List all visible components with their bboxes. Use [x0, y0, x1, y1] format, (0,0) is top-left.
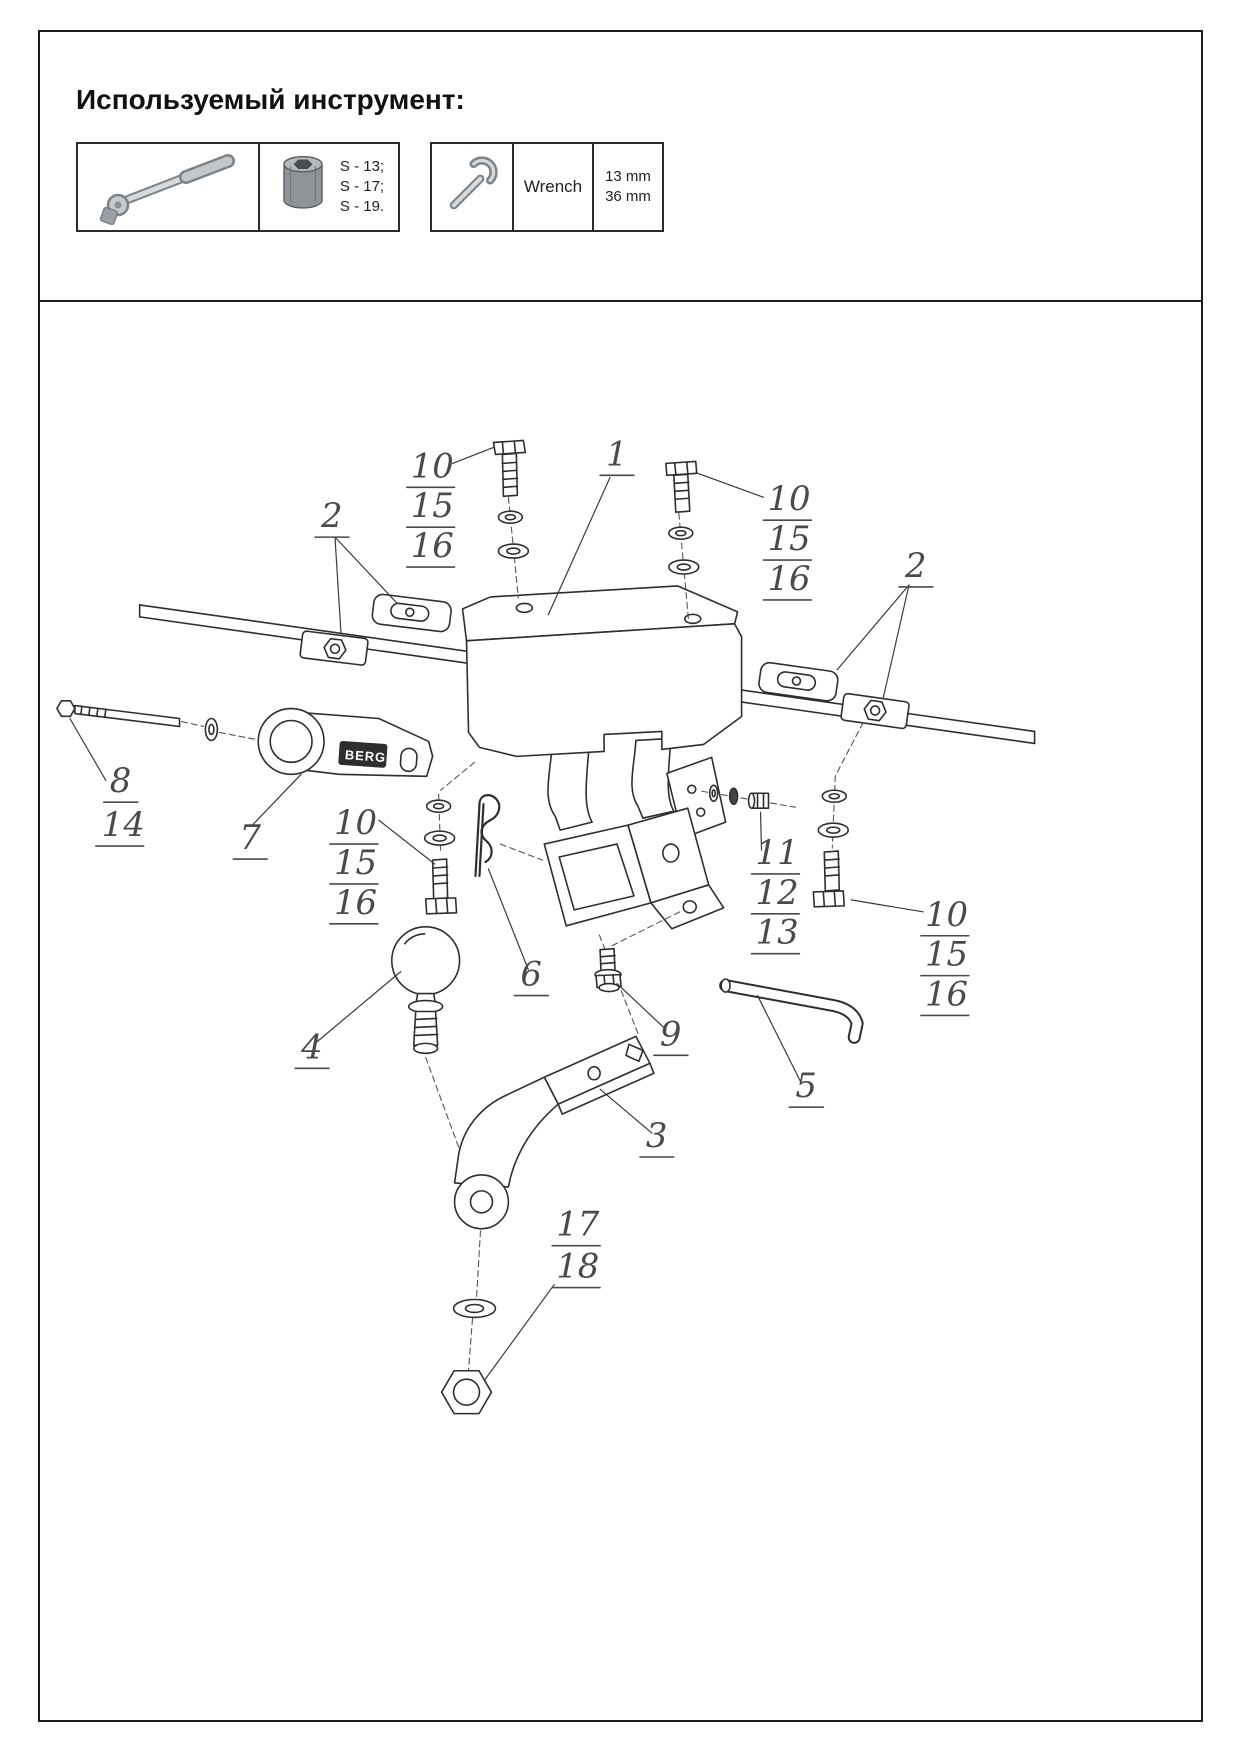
exploded-view-drawing: BERG [56, 434, 1036, 1415]
main-bracket [461, 585, 743, 758]
svg-text:10: 10 [411, 446, 454, 485]
ratchet-cell [78, 144, 258, 230]
callout-8-14: 8 14 [69, 717, 145, 847]
nut-18 [440, 1369, 493, 1415]
callout-2-right: 2 [836, 546, 934, 700]
exploded-view-section: BERG [40, 302, 1201, 1720]
callout-10-15-16-mid-left: 10 15 16 [329, 803, 436, 925]
fastener-stack-11-12-13 [708, 784, 770, 809]
long-bolt [56, 699, 219, 742]
callout-11-12-13: 11 12 13 [750, 811, 801, 955]
callout-2-left: 2 [314, 496, 398, 634]
socket-size-1: S - 13; [339, 157, 385, 175]
receiver-tube [543, 807, 725, 930]
flange-bolt [594, 947, 622, 993]
callout-7: 7 [232, 773, 302, 860]
mounting-plate-left [299, 593, 452, 666]
svg-text:15: 15 [925, 935, 968, 974]
wrench-sizes-cell: 13 mm 36 mm [592, 144, 662, 230]
callout-4: 4 [294, 971, 402, 1070]
svg-text:2: 2 [904, 546, 927, 585]
socket-tool-group: S - 13; S - 17; S - 19. [76, 142, 400, 232]
svg-text:16: 16 [411, 526, 454, 565]
svg-text:10: 10 [767, 479, 810, 518]
callout-1: 1 [547, 434, 635, 616]
socket-bracket: BERG [257, 707, 434, 778]
r-clip [474, 794, 501, 878]
socket-size-2: S - 17; [339, 177, 385, 195]
svg-text:18: 18 [556, 1247, 599, 1286]
svg-text:16: 16 [925, 975, 968, 1014]
svg-text:4: 4 [300, 1027, 323, 1066]
bolt-stack-top-left [492, 439, 530, 559]
callouts: 1 10 15 16 2 [69, 434, 970, 1381]
svg-text:6: 6 [520, 955, 542, 994]
callout-5: 5 [756, 994, 825, 1108]
svg-text:14: 14 [102, 805, 145, 844]
svg-text:13: 13 [756, 913, 799, 952]
bolt-stack-top-right [665, 460, 700, 575]
ratchet-icon [99, 154, 235, 225]
tools-row: S - 13; S - 17; S - 19. Wrench [76, 142, 664, 232]
callout-10-15-16-right: 10 15 16 [850, 895, 970, 1017]
svg-text:10: 10 [334, 803, 377, 842]
svg-text:1: 1 [606, 434, 628, 473]
svg-text:16: 16 [767, 559, 810, 598]
svg-text:12: 12 [756, 873, 799, 912]
brand-logo: BERG [344, 747, 386, 765]
wrench-label: Wrench [512, 144, 592, 230]
wrench-size-1: 13 mm [605, 167, 651, 185]
wrench-icon [449, 156, 498, 210]
svg-text:15: 15 [334, 843, 377, 882]
tools-section: Используемый инструмент: [40, 32, 1201, 302]
svg-text:8: 8 [110, 761, 132, 800]
page-title: Используемый инструмент: [76, 84, 465, 115]
svg-text:17: 17 [556, 1205, 600, 1244]
socket-icon [283, 155, 323, 209]
svg-text:15: 15 [411, 486, 454, 525]
washer-14 [204, 717, 219, 742]
mounting-plate-right [758, 661, 910, 730]
wrench-size-2: 36 mm [605, 188, 651, 205]
svg-text:5: 5 [795, 1066, 817, 1105]
bracket-arms [547, 737, 675, 831]
svg-text:7: 7 [239, 818, 261, 857]
svg-text:16: 16 [334, 883, 377, 922]
bolt-stack-right [812, 789, 850, 908]
wrench-cell [432, 144, 512, 230]
callout-10-15-16-top-right: 10 15 16 [697, 472, 813, 601]
svg-text:10: 10 [925, 895, 968, 934]
callout-10-15-16-top-left: 10 15 16 [405, 446, 495, 568]
callout-9: 9 [616, 982, 689, 1057]
svg-text:15: 15 [767, 519, 810, 558]
svg-text:9: 9 [660, 1014, 682, 1053]
socket-cell: S - 13; S - 17; S - 19. [258, 144, 398, 230]
callout-17-18: 17 18 [483, 1205, 601, 1381]
callout-3: 3 [599, 1088, 675, 1158]
ball-mount [453, 1035, 655, 1230]
wrench-tool-group: Wrench 13 mm 36 mm [430, 142, 664, 232]
socket-sizes: S - 13; S - 17; S - 19. [340, 157, 384, 218]
hitch-pin [719, 978, 864, 1044]
tow-ball [390, 925, 461, 1055]
washer-17 [452, 1298, 497, 1319]
svg-text:2: 2 [320, 496, 343, 535]
socket-size-3: S - 19. [339, 198, 385, 216]
callout-6: 6 [487, 868, 550, 997]
svg-text:3: 3 [646, 1116, 668, 1155]
svg-text:11: 11 [756, 833, 799, 872]
wrench-sizes: 13 mm 36 mm [605, 167, 651, 208]
instruction-sheet: Используемый инструмент: [38, 30, 1203, 1722]
bolt-stack-mid-left [423, 799, 458, 915]
